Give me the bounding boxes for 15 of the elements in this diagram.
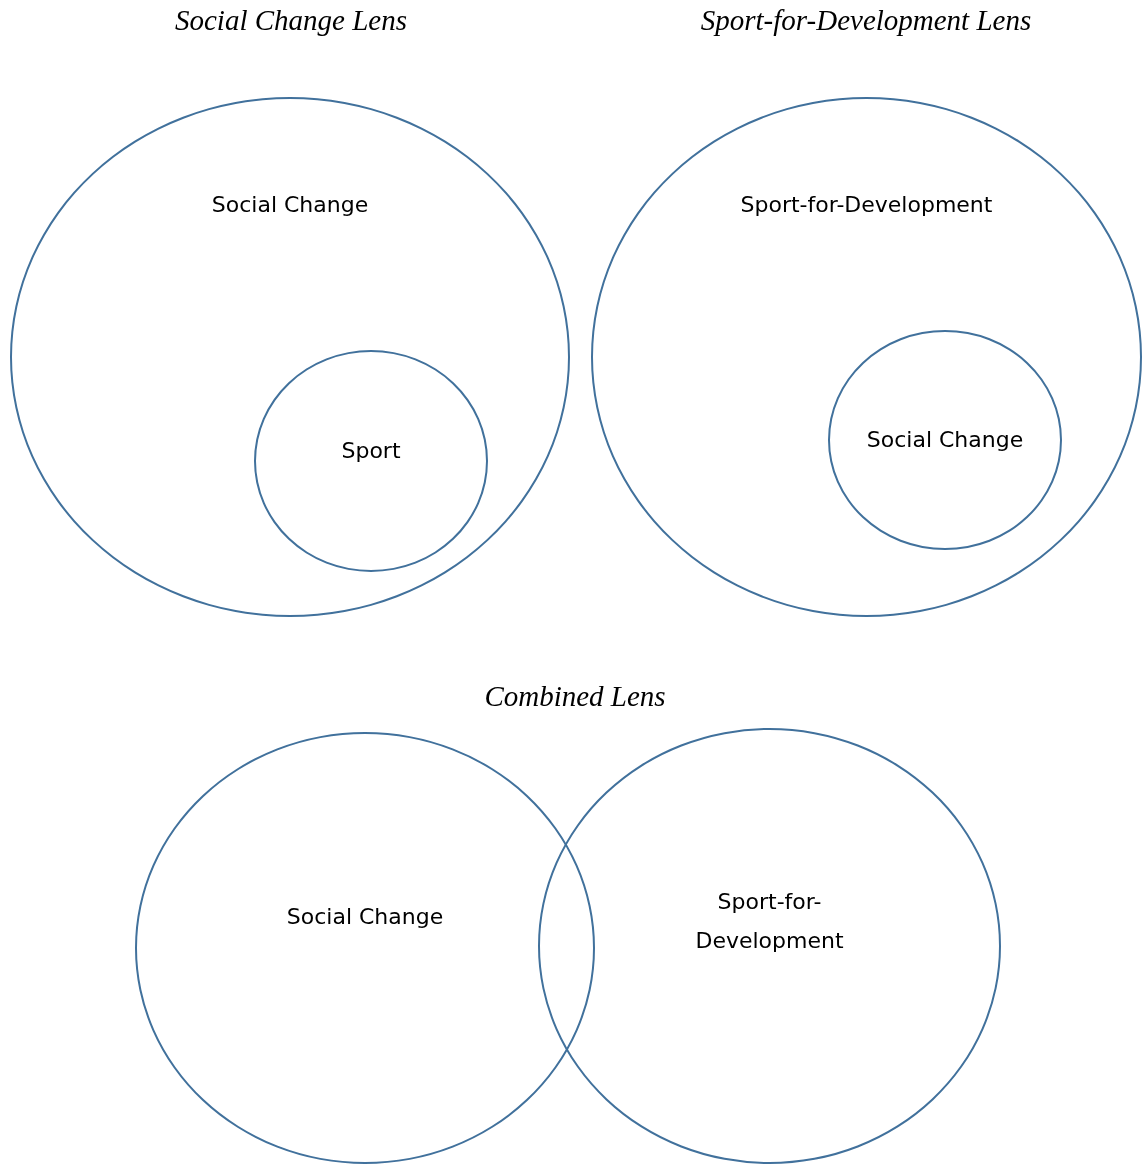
ellipse bbox=[135, 732, 595, 1164]
ellipse-label: Sport-for-Development bbox=[694, 888, 845, 955]
ellipse-label: Sport-for-Development bbox=[740, 191, 993, 219]
diagram-heading: Combined Lens bbox=[484, 680, 666, 713]
ellipse-label: Social Change bbox=[866, 426, 1024, 454]
diagram-heading: Sport-for-Development Lens bbox=[700, 4, 1032, 37]
diagram-heading: Social Change Lens bbox=[175, 4, 407, 37]
ellipse bbox=[828, 330, 1062, 550]
ellipse-label: Social Change bbox=[286, 903, 444, 931]
ellipse bbox=[254, 350, 488, 572]
ellipse-label: Sport bbox=[341, 437, 401, 465]
ellipse-label: Social Change bbox=[211, 191, 369, 219]
ellipse bbox=[10, 97, 570, 617]
ellipse bbox=[591, 97, 1142, 617]
ellipse bbox=[538, 728, 1001, 1164]
